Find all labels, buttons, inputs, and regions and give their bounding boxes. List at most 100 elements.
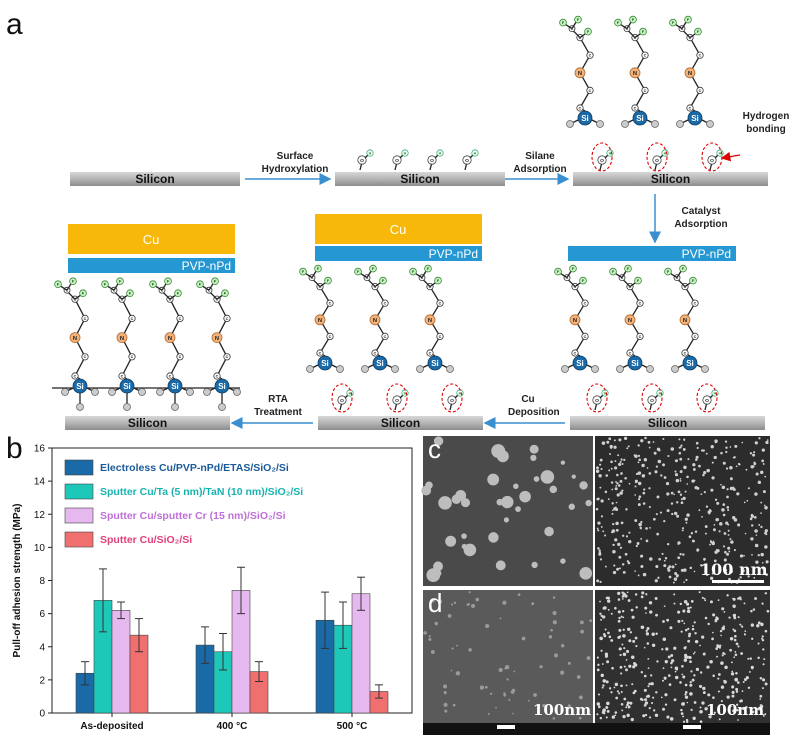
sem-d-right-particle bbox=[762, 663, 765, 666]
sem-d-right-particle bbox=[601, 663, 604, 665]
hbond-ring bbox=[586, 383, 608, 413]
side-atom bbox=[361, 365, 369, 373]
sem-d-right-particle bbox=[698, 684, 703, 688]
carbon-atom-text: C bbox=[384, 302, 387, 306]
sem-d-left-particle bbox=[484, 685, 488, 689]
sem-d-right-particle bbox=[629, 631, 633, 634]
sem-c-right-particle bbox=[599, 458, 603, 462]
sem-d-right-particle bbox=[733, 656, 736, 659]
sem-c-right-particle bbox=[721, 485, 726, 490]
nitrogen-atom bbox=[369, 314, 381, 326]
y-tick-label: 0 bbox=[39, 709, 45, 720]
sem-c-right-particle bbox=[620, 472, 623, 475]
sem-d-right-particle bbox=[737, 645, 740, 648]
sem-d-right-particle bbox=[744, 678, 747, 682]
fluorine-atom-text: F bbox=[167, 279, 170, 284]
sem-d-right-particle bbox=[740, 598, 742, 601]
fluorine-atom bbox=[126, 289, 134, 298]
sem-d-right-particle bbox=[654, 713, 659, 717]
sem-d-right-particle bbox=[630, 717, 634, 722]
fluorine-atom bbox=[434, 276, 442, 285]
sem-c-right-particle bbox=[730, 540, 734, 544]
sem-c-right-particle bbox=[649, 527, 651, 529]
sem-d-right-particle bbox=[619, 653, 622, 657]
side-atom bbox=[616, 365, 624, 373]
sem-c-right-particle bbox=[642, 491, 646, 495]
sem-c-right-particle bbox=[683, 438, 686, 441]
sem-d-right-particle bbox=[684, 695, 689, 699]
sem-c-right-particle bbox=[673, 577, 678, 581]
sem-d-right-particle bbox=[693, 651, 696, 654]
sem-c-right-particle bbox=[623, 436, 628, 441]
sem-d-info-strip bbox=[423, 723, 770, 735]
side-atom bbox=[138, 388, 146, 396]
oxygen-atom-text: O bbox=[450, 398, 454, 404]
sem-image-d-left bbox=[423, 590, 593, 735]
silicon-atom-text: Si bbox=[218, 382, 226, 391]
sem-d-right-particle bbox=[720, 685, 725, 689]
sem-c-right-particle bbox=[648, 472, 652, 475]
sem-c-right-particle bbox=[668, 575, 672, 579]
sem-d-right-particle bbox=[704, 599, 707, 602]
sem-c-right-particle bbox=[614, 460, 617, 462]
sem-d-right-particle bbox=[625, 668, 628, 672]
fluorine-atom-text: F bbox=[129, 291, 132, 296]
bond bbox=[121, 298, 133, 319]
sem-d-right-particle bbox=[641, 591, 645, 595]
sem-c-right-particle bbox=[722, 545, 726, 548]
sem-c-right-particle bbox=[718, 530, 721, 533]
sem-d-right-particle bbox=[614, 606, 617, 610]
sem-d-scale-bar-left bbox=[497, 725, 515, 729]
sem-d-right-particle bbox=[733, 629, 737, 633]
sem-c-right-particle bbox=[676, 501, 679, 504]
sem-c-right-particle bbox=[700, 564, 703, 567]
sem-d-right-particle bbox=[764, 629, 768, 633]
sem-c-right-particle bbox=[671, 512, 674, 516]
hbond-ring bbox=[331, 383, 353, 413]
sem-d-right-particle bbox=[723, 653, 726, 655]
oxygen-atom-text: O bbox=[655, 158, 659, 164]
sem-d-right-particle bbox=[732, 709, 736, 713]
sem-c-right-particle bbox=[621, 489, 624, 492]
sem-c-right-particle bbox=[657, 459, 662, 464]
sem-c-right-particle bbox=[696, 549, 699, 552]
carbon-atom bbox=[636, 332, 644, 340]
sem-d-right-particle bbox=[596, 702, 601, 706]
sem-c-right-particle bbox=[729, 538, 732, 541]
nitrogen-atom-text: N bbox=[120, 336, 124, 342]
sem-d-right-particle bbox=[717, 599, 720, 602]
sem-c-right-particle bbox=[624, 552, 628, 556]
bond bbox=[216, 298, 228, 319]
sem-c-right-particle bbox=[642, 502, 646, 505]
sem-d-left-particle bbox=[560, 644, 565, 648]
carbon-atom-text: C bbox=[689, 106, 692, 110]
hydrogen-atom bbox=[436, 149, 444, 157]
sem-c-right-particle bbox=[764, 531, 767, 535]
sem-d-right-particle bbox=[655, 613, 658, 617]
sem-c-right-particle bbox=[727, 523, 730, 526]
sem-d-left-particle bbox=[467, 603, 470, 606]
sem-c-right-particle bbox=[598, 549, 601, 552]
sem-c-right-particle bbox=[610, 460, 613, 464]
sem-c-right-particle bbox=[757, 553, 760, 557]
sem-c-right-particle bbox=[613, 439, 616, 442]
sem-c-right-particle bbox=[607, 498, 610, 501]
carbon-atom-text: C bbox=[66, 289, 69, 293]
sem-d-left-particle bbox=[552, 717, 556, 720]
sem-c-right-particle bbox=[758, 437, 761, 440]
sem-d-right-particle bbox=[690, 670, 693, 673]
carbon-atom bbox=[571, 349, 579, 357]
sem-d-right-particle bbox=[630, 608, 634, 612]
fluorine-atom bbox=[299, 267, 307, 276]
sem-c-right-particle bbox=[674, 572, 678, 575]
fluorine-atom-text: F bbox=[372, 266, 375, 271]
sem-d-right-particle bbox=[687, 639, 691, 643]
side-atom bbox=[108, 388, 116, 396]
sem-d-right-particle bbox=[764, 592, 767, 595]
sem-c-right-particle bbox=[618, 567, 621, 570]
sem-c-right-particle bbox=[751, 524, 754, 527]
panel-label-b: b bbox=[6, 432, 23, 465]
sem-d-right-particle bbox=[603, 634, 607, 638]
sem-d-right-particle bbox=[673, 593, 676, 596]
sem-d-right-particle bbox=[605, 706, 609, 709]
